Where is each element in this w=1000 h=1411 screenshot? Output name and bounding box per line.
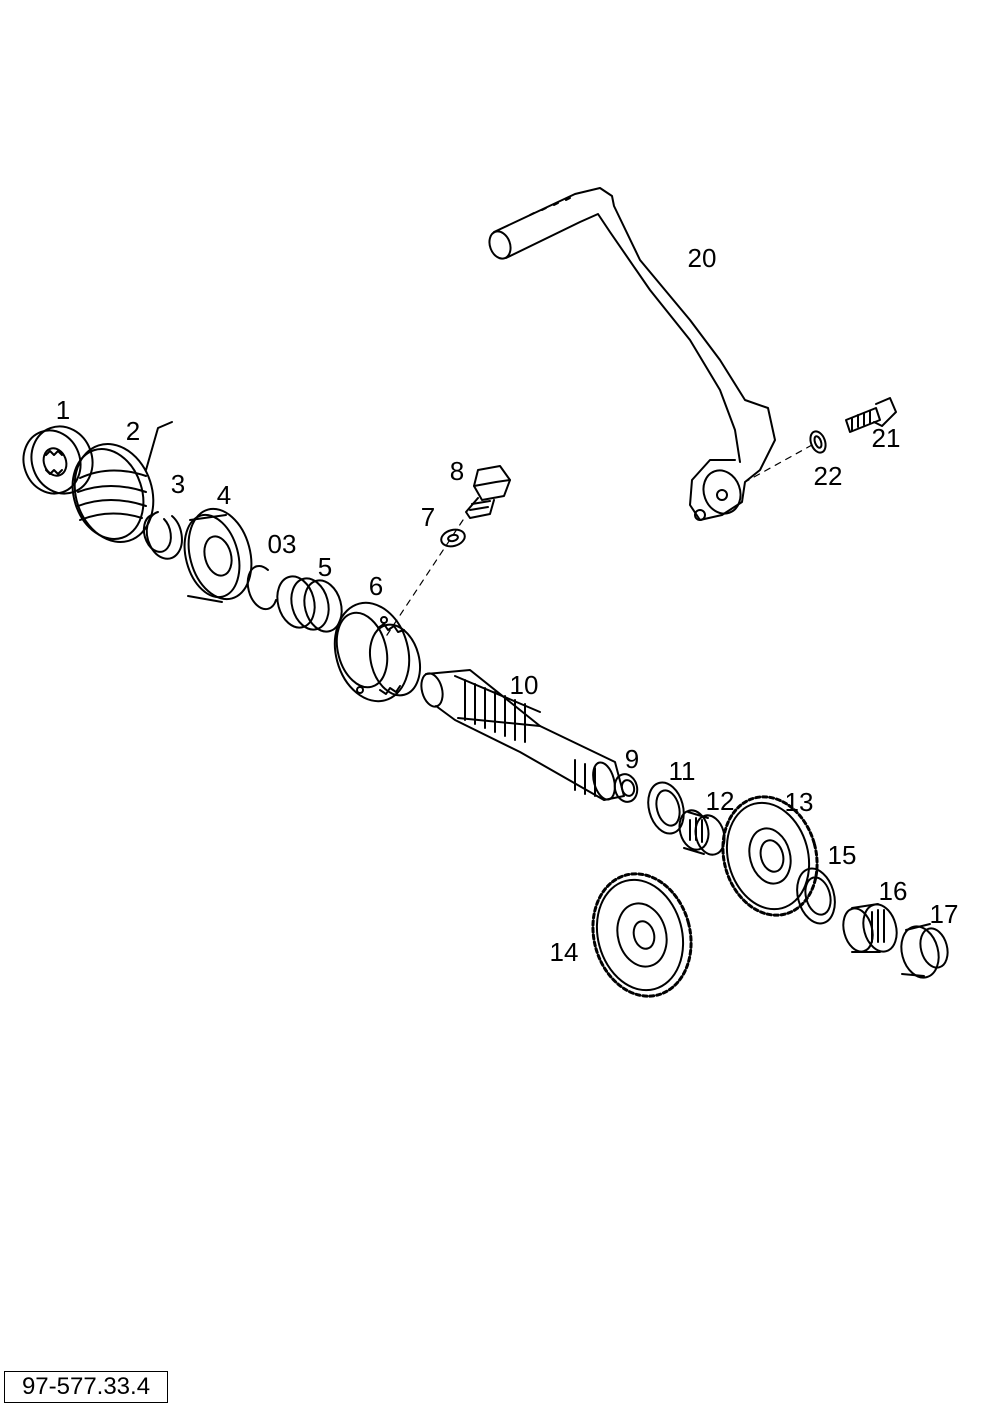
label-part-13: 13	[784, 787, 814, 817]
label-part-03: 03	[267, 529, 297, 559]
label-part-10: 10	[509, 670, 539, 700]
label-part-14: 14	[549, 937, 579, 967]
part-11-washer	[647, 781, 685, 835]
label-part-2: 2	[125, 416, 141, 446]
part-15-washer	[796, 867, 836, 925]
label-part-1: 1	[55, 395, 71, 425]
label-part-6: 6	[368, 571, 384, 601]
label-part-8: 8	[449, 456, 465, 486]
part-8-bolt	[465, 465, 511, 519]
label-part-22: 22	[813, 461, 843, 491]
part-10-shaft	[420, 669, 625, 801]
label-part-20: 20	[687, 243, 717, 273]
part-6-ratchet	[333, 601, 421, 703]
part-03-circlip	[246, 565, 277, 611]
part-20-kick-lever	[488, 187, 776, 521]
part-13-gear	[721, 795, 819, 917]
label-part-3: 3	[170, 469, 186, 499]
part-7-washer	[440, 528, 466, 548]
assembly-axis-lines	[384, 444, 813, 639]
label-part-15: 15	[827, 840, 857, 870]
part-14-gear	[591, 872, 693, 998]
part-3-circlip	[142, 511, 183, 560]
label-part-4: 4	[216, 480, 232, 510]
label-part-9: 9	[624, 744, 640, 774]
label-part-17: 17	[929, 899, 959, 929]
part-17-bushing	[900, 923, 949, 979]
label-part-21: 21	[871, 423, 901, 453]
part-16-needle-bearing	[842, 903, 898, 953]
label-part-5: 5	[317, 552, 333, 582]
part-5-spring	[276, 575, 343, 633]
label-part-11: 11	[668, 756, 696, 786]
part-21-bolt	[845, 397, 897, 433]
part-9-ring	[613, 773, 639, 803]
label-part-7: 7	[420, 502, 436, 532]
label-part-12: 12	[705, 786, 735, 816]
part-2-spring	[71, 421, 173, 543]
label-part-16: 16	[878, 876, 908, 906]
drawing-code: 97-577.33.4	[4, 1371, 168, 1403]
part-4-disc	[183, 507, 253, 603]
part-22-lock-washer	[809, 430, 827, 454]
